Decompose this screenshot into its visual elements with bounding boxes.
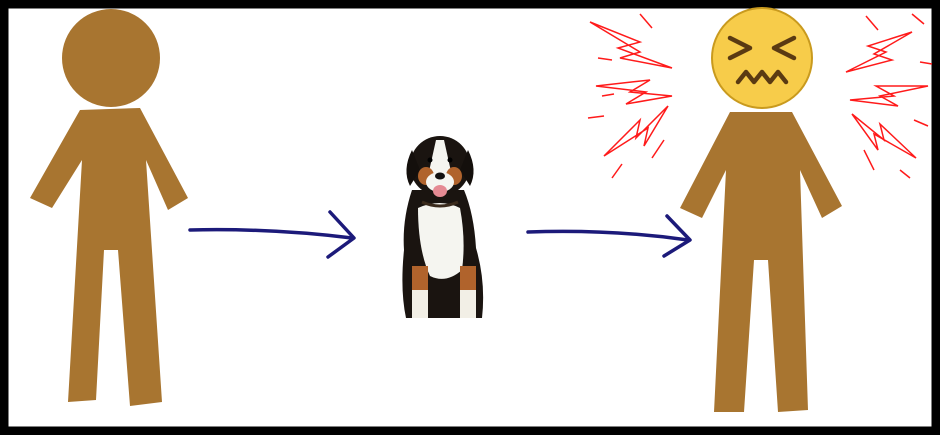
distress-line-left-6 bbox=[601, 93, 615, 97]
distress-line-right-6 bbox=[899, 169, 911, 179]
dog-leg-tan-left bbox=[412, 266, 428, 290]
distress-line-right-1 bbox=[865, 15, 879, 31]
distress-line-right-2 bbox=[911, 13, 925, 25]
confounded-face-icon bbox=[711, 7, 813, 109]
distress-bolt-right-1 bbox=[845, 31, 913, 73]
person-distressed-body bbox=[680, 112, 842, 412]
distress-bolt-right-3 bbox=[851, 113, 917, 159]
distress-line-left-2 bbox=[597, 57, 613, 61]
dog-ear-right bbox=[460, 150, 474, 186]
person-calm-head bbox=[62, 9, 160, 107]
dog-tongue bbox=[433, 185, 447, 197]
arrow-dog-to-person bbox=[526, 229, 690, 242]
distress-line-left-4 bbox=[611, 163, 623, 179]
distress-line-right-4 bbox=[913, 119, 929, 127]
distress-line-left-5 bbox=[651, 139, 665, 159]
dog-eye-right bbox=[447, 157, 453, 163]
distress-marks-left bbox=[587, 13, 673, 179]
distress-bolt-left-1 bbox=[589, 21, 673, 69]
dog-icon bbox=[402, 136, 484, 318]
dog-leg-tan-right bbox=[460, 266, 476, 290]
distress-bolt-left-2 bbox=[595, 79, 673, 105]
face-mouth bbox=[735, 69, 789, 85]
distress-bolt-left-3 bbox=[603, 105, 669, 157]
dog-blaze bbox=[428, 140, 452, 181]
distress-bolt-right-2 bbox=[849, 85, 929, 107]
distress-line-left-3 bbox=[587, 115, 605, 119]
dog-collar bbox=[421, 200, 459, 208]
face-circle bbox=[711, 7, 813, 109]
dog-muzzle bbox=[426, 172, 454, 192]
distress-marks-right bbox=[845, 13, 933, 179]
distress-line-right-5 bbox=[863, 149, 875, 171]
dog-chest bbox=[418, 203, 464, 279]
dog-nose bbox=[435, 172, 445, 180]
face-eye-right bbox=[771, 35, 797, 61]
face-eye-left bbox=[727, 35, 753, 61]
dog-eye-left bbox=[427, 157, 433, 163]
arrow-person-to-dog-head bbox=[326, 210, 356, 259]
distress-line-right-3 bbox=[919, 61, 933, 65]
person-distressed-figure bbox=[680, 112, 842, 412]
person-calm-body bbox=[30, 108, 188, 406]
arrow-person-to-dog bbox=[188, 227, 354, 240]
arrow-dog-to-person-head bbox=[662, 214, 692, 258]
distress-line-left-1 bbox=[639, 13, 653, 29]
person-calm-figure bbox=[30, 9, 188, 406]
dog-ear-left bbox=[406, 150, 420, 186]
